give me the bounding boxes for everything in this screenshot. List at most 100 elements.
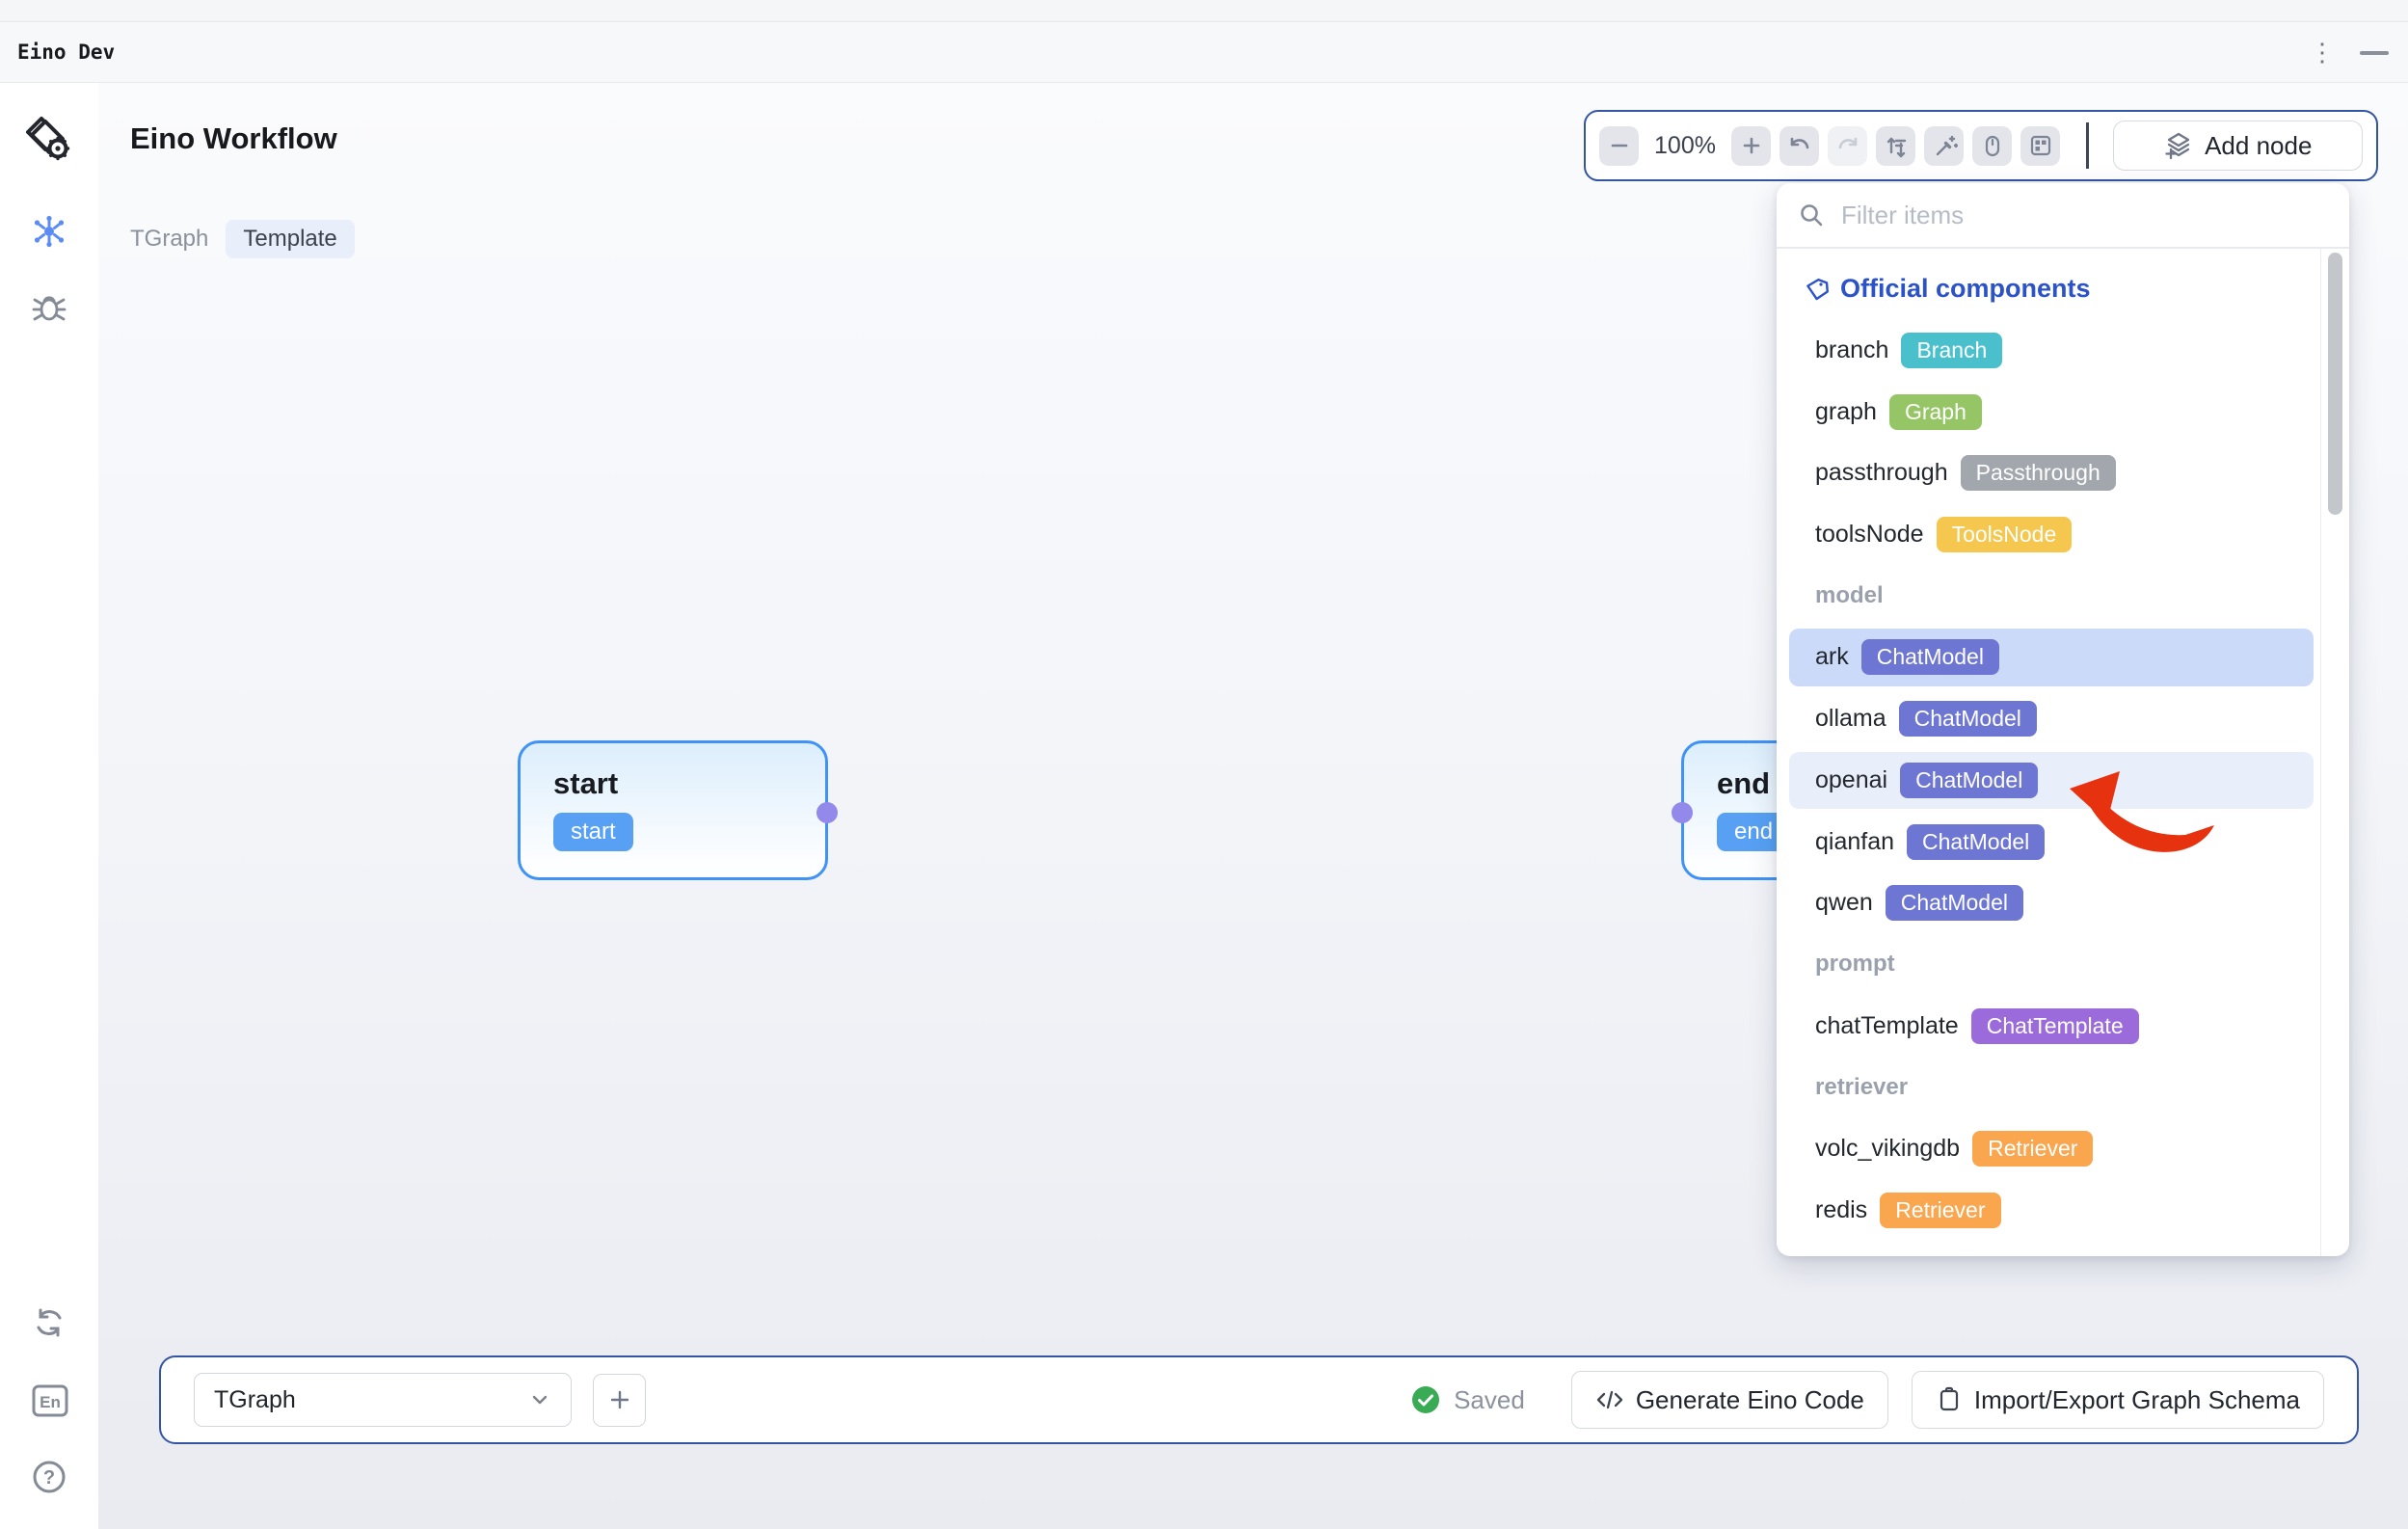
component-name: branch (1815, 336, 1888, 364)
component-name: passthrough (1815, 459, 1948, 487)
save-status: Saved (1410, 1384, 1525, 1415)
help-icon[interactable]: ? (30, 1458, 68, 1496)
panel-list: Official components branch Branch graph Grap… (1777, 249, 2349, 1241)
section-header-model: model (1777, 565, 2349, 627)
component-item-toolsNode[interactable]: toolsNode ToolsNode (1777, 504, 2349, 566)
node-start-pill: start (553, 813, 633, 851)
panel-search (1777, 183, 2349, 249)
tag-icon (1804, 276, 1831, 303)
magic-wand-button[interactable] (1924, 126, 1964, 166)
official-components-label: Official components (1840, 274, 2091, 304)
node-start-output-port[interactable] (816, 802, 838, 823)
component-type-badge: ChatModel (1907, 824, 2045, 860)
chevron-down-icon (528, 1388, 551, 1411)
import-export-label: Import/Export Graph Schema (1974, 1385, 2300, 1415)
refresh-icon[interactable] (30, 1303, 68, 1342)
component-name: toolsNode (1815, 521, 1924, 549)
component-name: qwen (1815, 889, 1873, 917)
component-name: openai (1815, 766, 1887, 794)
zoom-out-button[interactable] (1599, 126, 1639, 166)
component-item-ollama[interactable]: ollama ChatModel (1777, 688, 2349, 750)
component-name: qianfan (1815, 828, 1894, 856)
mouse-settings-button[interactable] (1972, 126, 2012, 166)
component-item-qianfan[interactable]: qianfan ChatModel (1777, 811, 2349, 872)
app-logo-icon (26, 116, 74, 164)
footer-bar: TGraph Saved Generate Eino Code (159, 1355, 2359, 1444)
component-type-badge: ChatModel (1886, 885, 2023, 921)
scrollbar-thumb[interactable] (2328, 253, 2342, 515)
graph-select[interactable]: TGraph (194, 1373, 572, 1427)
zoom-level: 100% (1647, 132, 1723, 160)
window-top-strip (0, 0, 2408, 22)
check-circle-icon (1410, 1384, 1441, 1415)
component-type-badge: ChatModel (1861, 639, 1999, 675)
component-type-badge: ChatTemplate (1971, 1008, 2139, 1044)
node-start[interactable]: start start (518, 740, 828, 880)
component-type-badge: Retriever (1880, 1193, 2000, 1228)
component-name: redis (1815, 1196, 1867, 1224)
component-name: ollama (1815, 705, 1886, 733)
layers-plus-icon (2163, 130, 2194, 161)
component-item-openai[interactable]: openai ChatModel (1777, 750, 2349, 812)
graph-select-value: TGraph (214, 1386, 296, 1414)
graph-name-label: TGraph (130, 226, 208, 253)
component-item-redis[interactable]: redis Retriever (1777, 1179, 2349, 1241)
add-graph-button[interactable] (593, 1374, 646, 1427)
add-node-label: Add node (2205, 131, 2312, 161)
component-item-chatTemplate[interactable]: chatTemplate ChatTemplate (1777, 995, 2349, 1057)
titlebar: Eino Dev ⋮ (0, 22, 2408, 83)
component-type-badge: Passthrough (1961, 455, 2116, 491)
minimize-icon[interactable] (2360, 51, 2389, 55)
scrollbar-track-divider (2320, 247, 2321, 1256)
component-type-badge: ToolsNode (1937, 517, 2073, 552)
search-icon (1798, 201, 1825, 228)
component-item-volc_vikingdb[interactable]: volc_vikingdbRetriever (1777, 1118, 2349, 1180)
section-header-retriever: retriever (1777, 1057, 2349, 1118)
svg-text:?: ? (43, 1467, 55, 1489)
component-name: volc_vikingdb (1815, 1135, 1960, 1163)
language-icon[interactable]: En (30, 1381, 70, 1421)
section-header-prompt: prompt (1777, 934, 2349, 996)
node-end-input-port[interactable] (1672, 802, 1693, 823)
sidebar: En ? (0, 83, 99, 1529)
minimap-button[interactable] (2020, 126, 2060, 166)
canvas-toolbar: 100% (1584, 110, 2378, 181)
generate-code-button[interactable]: Generate Eino Code (1571, 1371, 1888, 1429)
generate-code-label: Generate Eino Code (1636, 1385, 1864, 1415)
component-type-badge: Graph (1889, 394, 1982, 430)
add-node-panel: Official components branch Branch graph Grap… (1777, 183, 2349, 1256)
component-item-graph[interactable]: graph Graph (1777, 381, 2349, 443)
code-icon (1595, 1385, 1624, 1414)
component-item-ark[interactable]: ark ChatModel (1777, 627, 2349, 688)
redo-button[interactable] (1828, 126, 1867, 166)
auto-layout-button[interactable] (1876, 126, 1915, 166)
component-item-qwen[interactable]: qwen ChatModel (1777, 872, 2349, 934)
sidebar-item-debug[interactable] (30, 287, 68, 326)
template-badge: Template (226, 220, 354, 258)
svg-text:En: En (40, 1393, 61, 1411)
workflow-canvas[interactable]: Eino Workflow TGraph Template start star… (98, 83, 2408, 1529)
clipboard-icon (1936, 1386, 1963, 1413)
import-export-button[interactable]: Import/Export Graph Schema (1912, 1371, 2324, 1429)
component-name: chatTemplate (1815, 1012, 1959, 1040)
zoom-in-button[interactable] (1731, 126, 1771, 166)
kebab-menu-icon[interactable]: ⋮ (2308, 36, 2337, 68)
page-title: Eino Workflow (130, 121, 337, 156)
component-type-badge: Branch (1901, 333, 2002, 368)
component-name: ark (1815, 643, 1849, 671)
node-start-title: start (553, 766, 825, 801)
filter-items-input[interactable] (1839, 200, 2328, 231)
window-title: Eino Dev (17, 40, 115, 64)
sidebar-item-workflow[interactable] (30, 212, 68, 251)
component-name: graph (1815, 398, 1877, 426)
component-type-badge: ChatModel (1900, 763, 2038, 798)
component-item-branch[interactable]: branch Branch (1777, 320, 2349, 382)
undo-button[interactable] (1779, 126, 1819, 166)
save-status-label: Saved (1454, 1385, 1525, 1415)
graph-meta: TGraph Template (130, 220, 355, 258)
add-node-button[interactable]: Add node (2113, 121, 2364, 171)
official-components-header: Official components (1777, 258, 2349, 320)
component-type-badge: ChatModel (1899, 701, 2037, 737)
component-item-passthrough[interactable]: passthrough Passthrough (1777, 443, 2349, 504)
toolbar-divider (2086, 122, 2089, 169)
